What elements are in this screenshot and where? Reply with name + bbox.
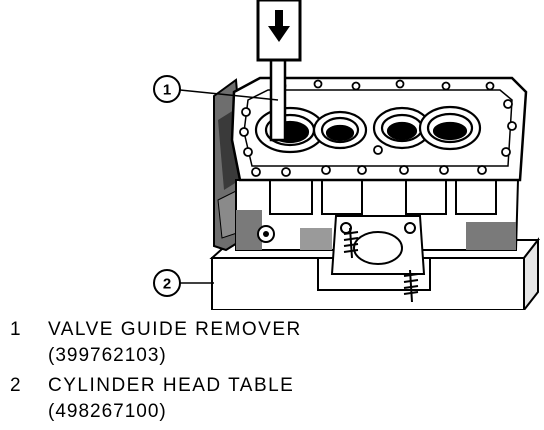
callout-1: 1	[153, 75, 279, 103]
legend-item: 1 VALVE GUIDE REMOVER (399762103)	[10, 318, 530, 374]
callout-2: 2	[153, 269, 214, 297]
coolant-holes	[239, 79, 517, 177]
legend-item-name: CYLINDER HEAD TABLE	[48, 375, 295, 396]
valve-seats-left	[254, 106, 368, 154]
parts-legend: 1 VALVE GUIDE REMOVER (399762103) 2 CYLI…	[10, 318, 530, 430]
stud-left	[343, 227, 359, 259]
legend-item-number: 1	[10, 319, 22, 340]
legend-item: 2 CYLINDER HEAD TABLE (498267100)	[10, 374, 530, 430]
cylinder-head	[213, 76, 528, 303]
legend-item-part-number: (399762103)	[48, 345, 167, 366]
callout-1-number: 1	[163, 82, 171, 99]
valve-guide-remover	[256, 0, 302, 142]
stud-right	[403, 269, 419, 303]
valve-seats-right	[372, 105, 482, 151]
callout-2-number: 2	[163, 276, 171, 293]
legend-item-number: 2	[10, 375, 22, 396]
legend-item-part-number: (498267100)	[48, 401, 167, 422]
down-arrow-icon	[268, 10, 290, 42]
legend-item-name: VALVE GUIDE REMOVER	[48, 319, 302, 340]
cylinder-head-illustration: 1 2	[153, 0, 541, 310]
